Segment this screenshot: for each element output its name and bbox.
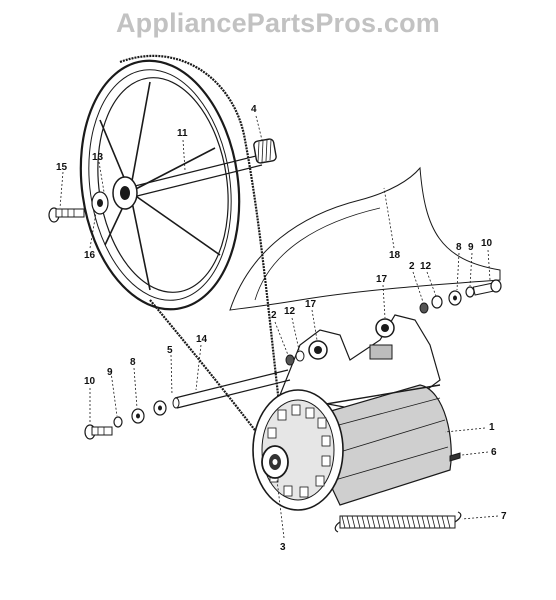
callout-3: 3 bbox=[280, 542, 286, 553]
callout-7: 7 bbox=[501, 511, 507, 522]
watermark-text: AppliancePartsPros.com bbox=[115, 8, 440, 38]
leader-lines bbox=[59, 115, 499, 539]
callout-labels: 4 11 15 13 16 18 8 9 10 2 12 17 2 12 17 … bbox=[56, 104, 507, 553]
left-hardware bbox=[84, 400, 167, 440]
clip-6 bbox=[449, 452, 461, 462]
callout-18: 18 bbox=[389, 250, 401, 261]
callout-17b: 17 bbox=[305, 299, 317, 310]
callout-12b: 12 bbox=[284, 306, 296, 317]
callout-1: 1 bbox=[489, 422, 495, 433]
tension-spring bbox=[334, 511, 462, 533]
callout-11: 11 bbox=[177, 128, 188, 139]
callout-8a: 8 bbox=[456, 242, 462, 253]
bolt-15 bbox=[48, 207, 85, 223]
callout-10a: 10 bbox=[481, 238, 493, 249]
idler-roller bbox=[253, 138, 277, 164]
pulley-hub bbox=[91, 176, 138, 215]
callout-14: 14 bbox=[196, 334, 208, 345]
callout-15: 15 bbox=[56, 162, 68, 173]
callout-10b: 10 bbox=[84, 376, 96, 387]
right-hardware bbox=[419, 279, 502, 314]
mid-hardware bbox=[285, 350, 305, 366]
motor-pulley bbox=[261, 445, 289, 479]
large-pulley-wheel bbox=[79, 59, 241, 311]
callout-8b: 8 bbox=[130, 357, 136, 368]
callout-12a: 12 bbox=[420, 261, 432, 272]
callout-2b: 2 bbox=[271, 310, 277, 321]
callout-16: 16 bbox=[84, 250, 96, 261]
blower-housing bbox=[229, 166, 501, 311]
callout-13: 13 bbox=[92, 152, 104, 163]
callout-6: 6 bbox=[491, 447, 497, 458]
callout-2a: 2 bbox=[409, 261, 415, 272]
callout-9b: 9 bbox=[107, 367, 113, 378]
callout-5: 5 bbox=[167, 345, 173, 356]
callout-4: 4 bbox=[251, 104, 257, 115]
pulley-shaft bbox=[134, 154, 261, 187]
rod-14 bbox=[172, 369, 291, 409]
drive-belt bbox=[119, 54, 287, 456]
callout-9a: 9 bbox=[468, 242, 474, 253]
callout-17a: 17 bbox=[376, 274, 388, 285]
